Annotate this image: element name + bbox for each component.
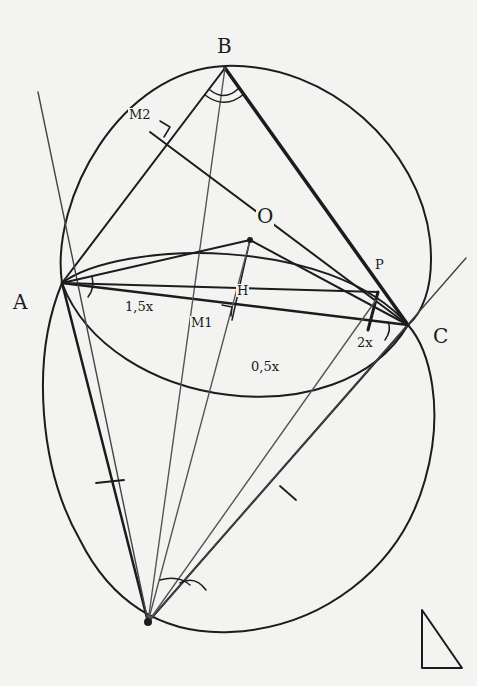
point-label: M2 bbox=[128, 108, 152, 121]
point-label: B bbox=[216, 36, 233, 56]
circle-arc bbox=[61, 66, 431, 325]
point-label: 0,5x bbox=[250, 360, 280, 373]
circle-arc bbox=[43, 283, 434, 632]
point-label: O bbox=[256, 206, 274, 226]
point-label: C bbox=[432, 326, 449, 346]
point-label: M1 bbox=[190, 316, 214, 329]
point-label: P bbox=[374, 258, 385, 271]
point-label: 2x bbox=[356, 336, 374, 349]
point-label: 1,5x bbox=[124, 300, 154, 313]
point-label: A bbox=[12, 292, 28, 312]
arc bbox=[62, 253, 408, 325]
point-label: H bbox=[236, 284, 249, 297]
arc bbox=[62, 283, 408, 397]
